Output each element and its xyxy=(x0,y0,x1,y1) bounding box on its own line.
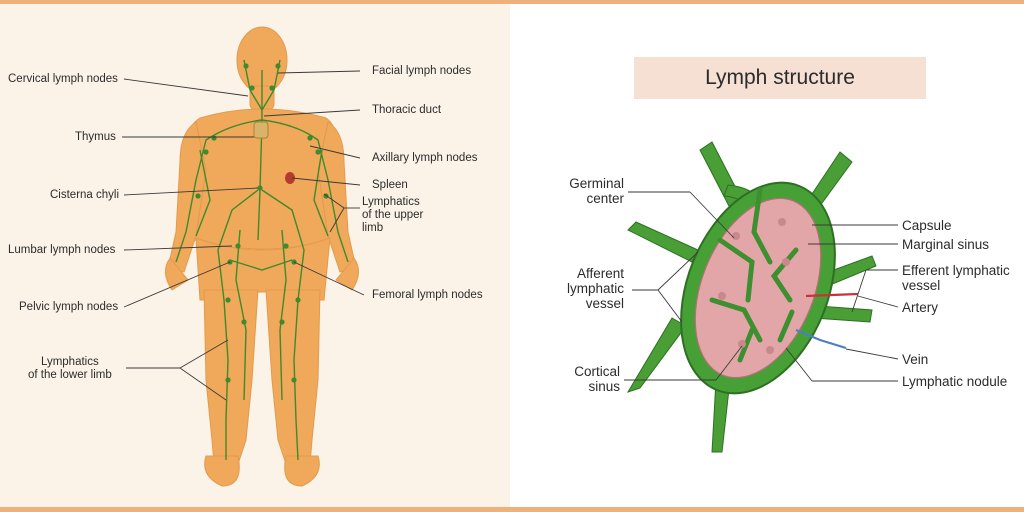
label-pelvic-lymph-nodes: Pelvic lymph nodes xyxy=(19,301,119,313)
label-marginal-sinus: Marginal sinus xyxy=(902,237,990,252)
label-lumbar-lymph-nodes: Lumbar lymph nodes xyxy=(8,244,116,256)
artery-vessel xyxy=(805,292,859,298)
bottom-border xyxy=(0,507,1024,512)
node-leader-lines xyxy=(624,191,899,382)
label-thymus: Thymus xyxy=(75,131,116,143)
label-facial-lymph-nodes: Facial lymph nodes xyxy=(372,65,472,77)
label-artery: Artery xyxy=(902,300,939,315)
label-afferent-lymphatic-vessel: Afferent lymphatic vessel xyxy=(566,266,624,311)
human-body-figure xyxy=(165,26,359,487)
germinal-centers xyxy=(718,218,790,354)
lymph-node-illustration xyxy=(626,141,877,453)
diagram-title: Lymph structure xyxy=(705,66,855,89)
body-leader-lines xyxy=(122,70,365,401)
thymus-organ xyxy=(253,121,269,139)
label-vein: Vein xyxy=(902,352,929,367)
label-femoral-lymph-nodes: Femoral lymph nodes xyxy=(372,289,483,301)
label-capsule: Capsule xyxy=(902,218,952,233)
title-box: Lymph structure xyxy=(634,57,926,99)
label-germinal-center: Germinal center xyxy=(569,176,624,206)
vein-vessel xyxy=(795,328,847,350)
label-lymphatics-upper-limb: Lymphatics of the upper limb xyxy=(362,196,424,234)
label-cervical-lymph-nodes: Cervical lymph nodes xyxy=(8,73,118,85)
label-cisterna-chyli: Cisterna chyli xyxy=(50,189,120,201)
label-efferent-lymphatic-vessel: Efferent lymphatic vessel xyxy=(902,263,1010,293)
label-spleen: Spleen xyxy=(372,179,408,191)
lymph-node-dots xyxy=(195,63,329,383)
trabeculae xyxy=(709,187,799,363)
label-lymphatics-lower-limb: Lymphatics of the lower limb xyxy=(28,356,112,381)
top-border xyxy=(0,0,1024,4)
label-thoracic-duct: Thoracic duct xyxy=(372,104,442,116)
label-lymphatic-nodule: Lymphatic nodule xyxy=(902,374,1008,389)
label-cortical-sinus: Cortical sinus xyxy=(574,364,620,394)
label-axillary-lymph-nodes: Axillary lymph nodes xyxy=(372,152,478,164)
spleen-organ xyxy=(285,172,295,184)
